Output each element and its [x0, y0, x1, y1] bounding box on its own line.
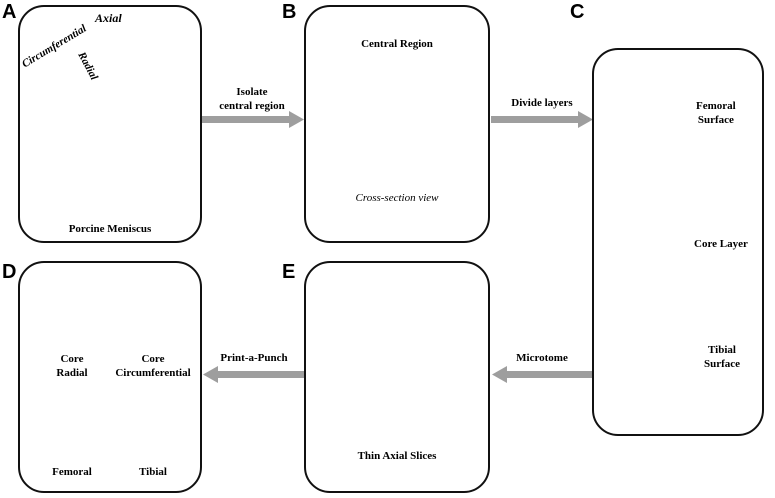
core-layer-label: Core Layer [694, 238, 748, 250]
porcine-meniscus-caption: Porcine Meniscus [68, 223, 152, 235]
cross-section-caption: Cross-section view [355, 192, 439, 204]
axis-label-axial: Axial [95, 11, 122, 25]
panel-letter-a: A [2, 1, 17, 23]
panel-a [18, 5, 202, 243]
panel-letter-d: D [2, 261, 17, 283]
femoral-surface-label: Femoral Surface [696, 100, 736, 126]
print-a-punch-label: Print-a-Punch [220, 352, 288, 364]
arrow-c-to-e [492, 366, 592, 383]
tibial-surface-label: Tibial Surface [704, 344, 741, 370]
panel-c [592, 48, 764, 436]
thin-axial-slices-caption: Thin Axial Slices [357, 450, 437, 462]
arrow-b-to-c [491, 111, 593, 128]
arrow-e-to-d [203, 366, 305, 383]
tibial-label: Tibial [139, 466, 167, 478]
panel-b [304, 5, 490, 243]
femoral-label: Femoral [52, 466, 92, 478]
microtome-label: Microtome [516, 352, 568, 364]
panel-e [304, 261, 490, 493]
panel-d [18, 261, 202, 493]
panel-letter-b: B [282, 1, 297, 23]
divide-layers-label: Divide layers [511, 97, 573, 109]
isolate-central-region-label: Isolate central region [219, 86, 285, 112]
panel-letter-e: E [282, 261, 296, 283]
core-circumferential-label: Core Circumferential [115, 353, 191, 379]
central-region-title: Central Region [361, 38, 433, 50]
panel-letter-c: C [570, 1, 585, 23]
arrow-a-to-b [202, 111, 304, 128]
core-radial-label: Core Radial [56, 353, 88, 379]
